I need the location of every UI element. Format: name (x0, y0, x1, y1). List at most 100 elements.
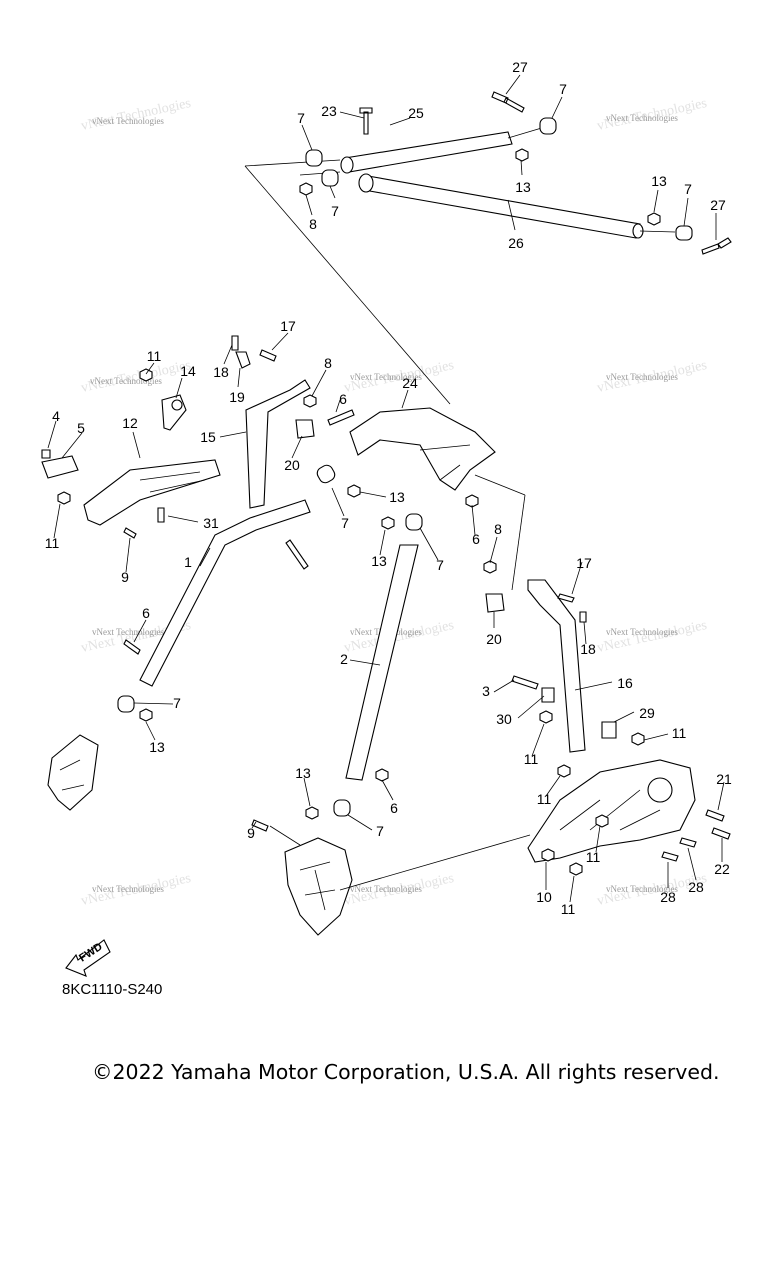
callout: 1 (184, 554, 192, 570)
watermark: vNext Technologies (606, 372, 678, 382)
bolt-icon (679, 837, 697, 848)
callout: 18 (213, 364, 229, 380)
callout: 7 (436, 557, 444, 573)
callout: 20 (486, 631, 502, 647)
callout: 11 (561, 901, 576, 917)
watermark: vNext Technologies (606, 884, 678, 894)
callout: 2 (340, 651, 348, 667)
watermark: vNext Technologies (80, 96, 193, 134)
callout: 15 (200, 429, 216, 445)
callout: 7 (341, 515, 349, 531)
nut-icon (347, 484, 361, 498)
callout: 6 (390, 800, 398, 816)
bolt-icon (511, 675, 539, 690)
nut-icon (631, 732, 645, 746)
bolt-icon (41, 449, 51, 459)
nut-icon (305, 806, 319, 820)
clamp-19 (235, 351, 251, 369)
nut-icon (515, 148, 529, 162)
callout: 28 (660, 889, 676, 905)
tube-2-assembly (251, 513, 531, 936)
callout: 13 (389, 489, 405, 505)
callout: 6 (339, 391, 347, 407)
left-bracket-assembly (41, 368, 221, 539)
bolt-icon (701, 237, 732, 255)
bushing-icon (405, 513, 423, 531)
upper-bar-assembly (244, 91, 732, 405)
bushing-icon (539, 117, 557, 135)
callout: 13 (149, 739, 165, 755)
watermark: vNext Technologies (350, 884, 422, 894)
bushing-icon (316, 464, 336, 484)
callout: 27 (710, 197, 726, 213)
callout: 8 (494, 521, 502, 537)
bushing-icon (321, 169, 339, 187)
watermark: vNext Technologies (350, 372, 422, 382)
callout: 4 (52, 408, 60, 424)
bolt-icon (661, 851, 679, 862)
callout: 13 (651, 173, 667, 189)
bracket-5 (41, 455, 79, 479)
callout: 14 (180, 363, 196, 379)
lower-left-mount (47, 734, 99, 811)
callout: 11 (537, 791, 552, 807)
clamp-29 (601, 721, 617, 739)
callout: 29 (639, 705, 655, 721)
watermark: vNext Technologies (606, 113, 678, 123)
watermark: vNext Technologies (92, 627, 164, 637)
callout: 7 (297, 110, 305, 126)
lower-center-mount (284, 837, 353, 936)
bushing-icon (305, 149, 323, 167)
callout: 6 (142, 605, 150, 621)
nut-icon (381, 516, 395, 530)
nut-icon (375, 768, 389, 782)
callout: 11 (45, 535, 60, 551)
callout: 6 (472, 531, 480, 547)
callout: 7 (559, 81, 567, 97)
clamp-30 (541, 687, 555, 703)
callout: 27 (512, 59, 528, 75)
rear-mount (527, 759, 696, 863)
callout: 9 (121, 569, 129, 585)
bolt-icon (557, 593, 575, 603)
screw-icon (579, 611, 587, 623)
center-mount-assembly (327, 407, 526, 591)
callout: 17 (576, 555, 592, 571)
bolt-icon (123, 639, 141, 655)
nut-icon (303, 394, 317, 408)
callout: 11 (672, 725, 687, 741)
washer-icon (541, 848, 555, 862)
callout: 18 (580, 641, 596, 657)
callout: 3 (482, 683, 490, 699)
bolt-icon (285, 539, 309, 570)
watermark: vNext Technologies (90, 376, 162, 386)
callout: 28 (688, 879, 704, 895)
callout: 22 (714, 861, 730, 877)
bracket-15-assembly (231, 335, 317, 509)
tube-1 (139, 499, 311, 687)
bracket-12 (83, 459, 221, 526)
bolt-icon (259, 349, 277, 362)
guide-line (244, 165, 451, 405)
bushing-icon (333, 799, 351, 817)
callout: 13 (295, 765, 311, 781)
callout: 11 (524, 751, 539, 767)
callout: 20 (284, 457, 300, 473)
plate-14 (161, 394, 187, 431)
bolt-icon (711, 827, 731, 840)
callout: 25 (408, 105, 424, 121)
watermark: vNext Technologies (606, 627, 678, 637)
leader-lines (47, 74, 725, 903)
bolt-icon (157, 507, 165, 523)
callout-numbers: 27 7 23 25 7 13 7 8 26 13 7 27 17 18 11 … (45, 59, 732, 917)
bolt-icon (705, 809, 725, 822)
watermark: vNext Technologies (92, 884, 164, 894)
bolt-icon (251, 819, 269, 832)
nut-icon (299, 182, 313, 196)
upper-bar-25 (344, 131, 513, 173)
right-bracket-assembly (483, 560, 731, 876)
callout: 17 (280, 318, 296, 334)
clamp-20 (295, 419, 315, 439)
callout: 12 (122, 415, 138, 431)
